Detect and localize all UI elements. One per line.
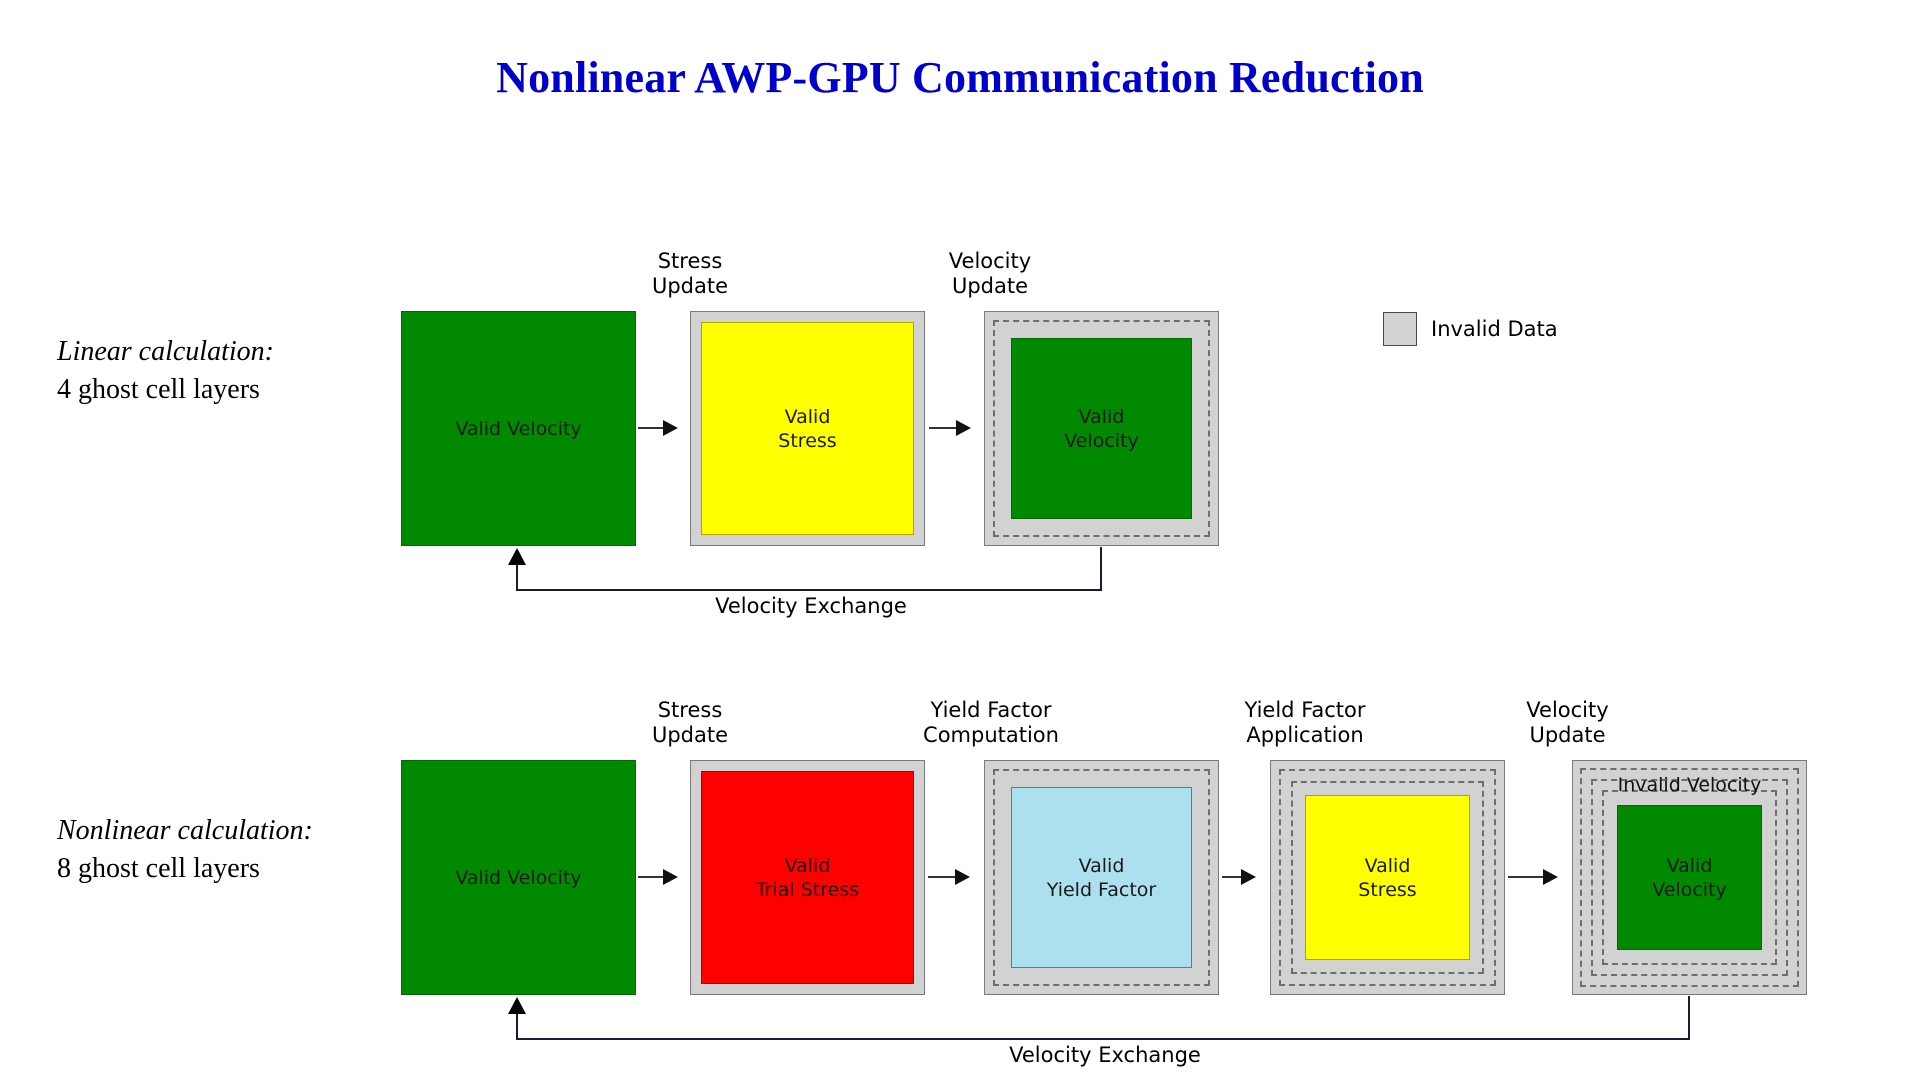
ghost-ring-2 [1291,781,1484,974]
stage-caption-nonlinear-yield-factor-application: Yield Factor Application [1180,698,1430,748]
exchange-arrowhead-linear [508,548,526,565]
flow-arrow-linear-2 [929,420,971,436]
stage-caption-line1: Velocity [948,249,1032,273]
row-caption-linear: Linear calculation: 4 ghost cell layers [57,333,274,409]
exchange-path-linear-across [516,589,1102,591]
flow-arrow-nonlinear-1 [638,869,678,885]
row-caption-linear-line1: Linear calculation: [57,336,274,367]
exchange-label-linear: Velocity Exchange [715,594,907,618]
box-label-line1: Valid [1666,854,1713,877]
stage-caption-line2: Update [651,274,729,298]
stage-caption-line2: Application [1246,723,1364,747]
box-nonlinear-valid-trial-stress-core: Valid Trial Stress [701,771,914,984]
box-label-line1: Valid [1078,854,1125,877]
box-nonlinear-valid-trial-stress[interactable]: Valid Trial Stress [690,760,925,995]
flow-arrow-nonlinear-2 [928,869,970,885]
flow-arrow-linear-1 [638,420,678,436]
stage-caption-nonlinear-stress-update: Stress Update [610,698,770,748]
exchange-arrowhead-nonlinear [508,997,526,1014]
box-label-line1: Valid [1078,405,1125,428]
ghost-ring-2 [1591,779,1788,976]
box-linear-valid-velocity[interactable]: Valid Velocity [401,311,636,546]
exchange-path-nonlinear-across [516,1038,1690,1040]
box-linear-valid-stress[interactable]: Valid Stress [690,311,925,546]
box-label-line2: Stress [778,429,837,452]
box-label-line2: Yield Factor [1046,878,1157,901]
box-label-line1: Valid Velocity [455,866,582,889]
stage-caption-line1: Stress [657,698,723,722]
exchange-path-linear-up [516,565,518,591]
stage-caption-line2: Update [651,723,729,747]
stage-caption-linear-stress-update: Stress Update [610,249,770,299]
ghost-ring-1 [1580,768,1799,987]
box-nonlinear-valid-stress-core: Valid Stress [1305,795,1470,960]
box-label-line1: Valid [1364,854,1411,877]
box-nonlinear-valid-stress[interactable]: Valid Stress [1270,760,1505,995]
stage-caption-linear-velocity-update: Velocity Update [910,249,1070,299]
exchange-path-nonlinear-down [1688,996,1690,1040]
row-caption-nonlinear: Nonlinear calculation: 8 ghost cell laye… [57,812,313,888]
stage-caption-line1: Velocity [1526,698,1609,722]
row-caption-nonlinear-line1: Nonlinear calculation: [57,815,313,846]
page-title: Nonlinear AWP-GPU Communication Reductio… [496,53,1424,102]
legend-invalid-data-label: Invalid Data [1431,317,1558,341]
stage-caption-nonlinear-yield-factor-computation: Yield Factor Computation [866,698,1116,748]
stage-caption-line1: Yield Factor [930,698,1052,722]
flow-arrow-nonlinear-3 [1222,869,1256,885]
stage-caption-line2: Update [1529,723,1606,747]
box-nonlinear-valid-velocity-ghost[interactable]: Invalid Velocity Valid Velocity [1572,760,1807,995]
exchange-path-linear-down [1100,547,1102,591]
row-caption-nonlinear-line2: 8 ghost cell layers [57,853,260,884]
box-label-line1: Valid Velocity [455,417,582,440]
ghost-ring-1 [1279,769,1496,986]
row-caption-linear-line2: 4 ghost cell layers [57,374,260,405]
box-nonlinear-valid-velocity[interactable]: Valid Velocity [401,760,636,995]
stage-caption-line2: Computation [923,723,1059,747]
box-nonlinear-valid-yield-factor-core: Valid Yield Factor [1011,787,1192,968]
box-nonlinear-valid-velocity-core: Valid Velocity [401,760,636,995]
stage-caption-nonlinear-velocity-update: Velocity Update [1460,698,1675,748]
stage-caption-line2: Update [951,274,1029,298]
box-linear-valid-velocity-ghost-core: Valid Velocity [1011,338,1192,519]
box-label-line2: Stress [1358,878,1417,901]
box-label-line1: Valid [784,854,831,877]
stage-caption-line1: Stress [657,249,723,273]
box-label-line1: Valid [784,405,831,428]
ghost-ring-3 [1602,790,1777,965]
box-linear-valid-stress-core: Valid Stress [701,322,914,535]
box-nonlinear-valid-yield-factor[interactable]: Valid Yield Factor [984,760,1219,995]
legend: Invalid Data [1383,312,1558,346]
ghost-ring-1 [993,769,1210,986]
exchange-path-nonlinear-up [516,1014,518,1040]
overlay-label-invalid-velocity: Invalid Velocity [1617,774,1762,796]
box-label-line2: Trial Stress [755,878,860,901]
box-linear-valid-velocity-core: Valid Velocity [401,311,636,546]
box-nonlinear-valid-velocity-ghost-core: Valid Velocity [1617,805,1762,950]
ghost-ring-1 [993,320,1210,537]
box-label-line2: Velocity [1652,878,1727,901]
exchange-label-nonlinear: Velocity Exchange [1009,1043,1201,1067]
flow-arrow-nonlinear-4 [1508,869,1558,885]
legend-invalid-data-swatch [1383,312,1417,346]
box-label-line2: Velocity [1064,429,1139,452]
box-linear-valid-velocity-ghost[interactable]: Valid Velocity [984,311,1219,546]
stage-caption-line1: Yield Factor [1244,698,1366,722]
